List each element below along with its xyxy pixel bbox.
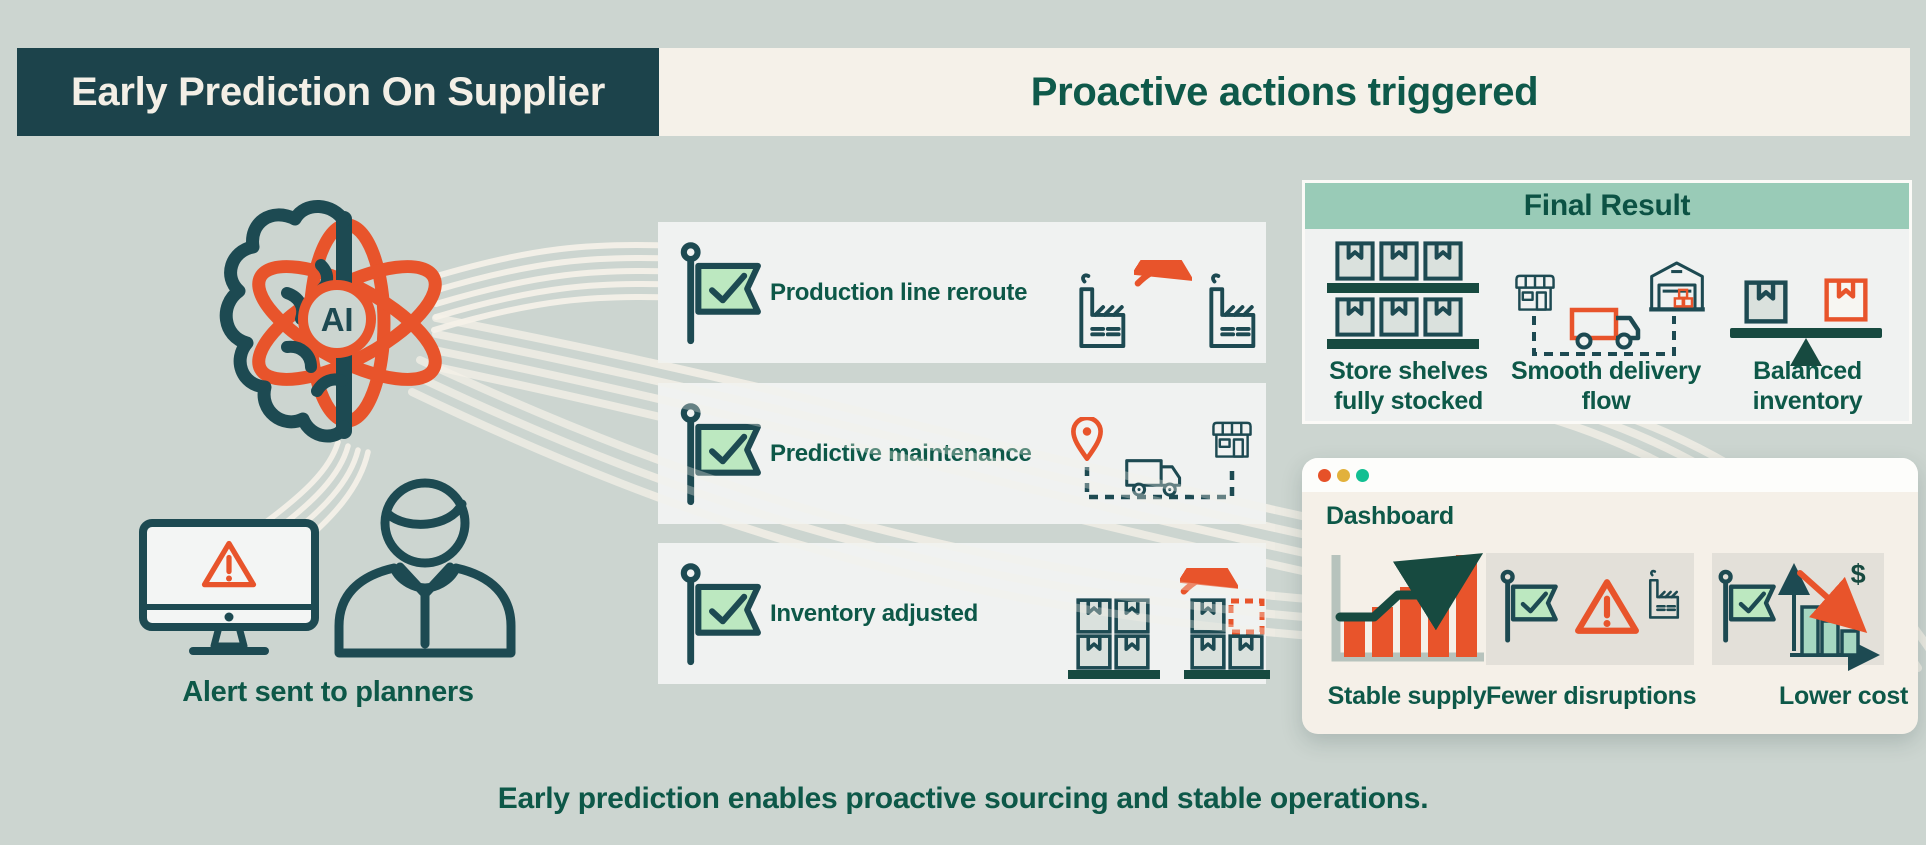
header-right-banner: Proactive actions triggered [659, 48, 1910, 136]
action-label: Production line reroute [770, 278, 1028, 306]
check-flag-icon [680, 402, 764, 506]
inventory-boxes-icon [1068, 568, 1270, 679]
maximize-dot-icon [1356, 469, 1369, 482]
pin-truck-store-icon [1062, 415, 1252, 500]
dashboard-window: Dashboard [1302, 458, 1918, 734]
close-dot-icon [1318, 469, 1331, 482]
final-result-panel: Final Result [1302, 180, 1912, 424]
footer-caption: Early prediction enables proactive sourc… [497, 782, 1429, 815]
final-result-item-label: Smooth delivery flow [1511, 357, 1701, 415]
alert-caption: Alert sent to planners [182, 676, 474, 708]
pallet-left [1068, 598, 1160, 679]
action-card-inventory-adjusted: Inventory adjusted [658, 543, 1270, 684]
action-label: Predictive maintenance [770, 439, 1032, 467]
action-card-production-reroute: Production line reroute [658, 222, 1266, 363]
rising-bar-chart-icon [1331, 553, 1484, 662]
delivery-route-icon [1515, 258, 1710, 356]
action-card-predictive-maintenance: Predictive maintenance [658, 383, 1266, 524]
stocked-shelves-icon [1327, 241, 1479, 349]
dashboard-tile-label: Lower cost [1779, 682, 1908, 710]
action-label: Inventory adjusted [770, 599, 978, 627]
delivery-truck-icon [1569, 307, 1641, 350]
ai-badge-ring [298, 280, 376, 358]
pallet-right [1184, 598, 1270, 679]
dashboard-title: Dashboard [1326, 502, 1454, 530]
alert-monitor-icon [139, 519, 319, 655]
tile-fewer-disruptions [1486, 553, 1694, 665]
final-result-item-label: Store shelves fully stocked [1329, 357, 1488, 415]
header-right-title: Proactive actions triggered [1030, 69, 1539, 114]
declining-bars [1778, 563, 1880, 671]
dashboard-tile-label: Stable supply [1327, 682, 1487, 710]
ai-brain-atom-icon: AI [219, 200, 442, 443]
header-left-banner: Early Prediction On Supplier [17, 48, 659, 136]
dashboard-tile-label: Fewer disruptions [1486, 682, 1697, 710]
final-result-header: Final Result [1305, 183, 1909, 229]
check-flag-icon [680, 562, 764, 666]
minimize-dot-icon [1337, 469, 1350, 482]
ribbon-ai-to-card1 [427, 241, 689, 333]
check-flag-icon [680, 241, 764, 345]
ai-badge-label: AI [321, 301, 353, 338]
factory-reroute-icon [1079, 258, 1256, 348]
header-left-title: Early Prediction On Supplier [71, 69, 605, 114]
window-title-bar [1302, 458, 1918, 492]
planner-person-icon [334, 478, 516, 658]
balance-scale-icon [1730, 278, 1882, 366]
flag-warning-factory-icon [1486, 553, 1680, 665]
tile-lower-cost: $ [1712, 553, 1884, 671]
final-result-title: Final Result [1523, 189, 1691, 222]
dollar-sign-icon: $ [1851, 559, 1866, 589]
final-result-item-label: Balanced inventory [1752, 357, 1863, 415]
flag-declining-cost-icon: $ [1712, 559, 1880, 671]
